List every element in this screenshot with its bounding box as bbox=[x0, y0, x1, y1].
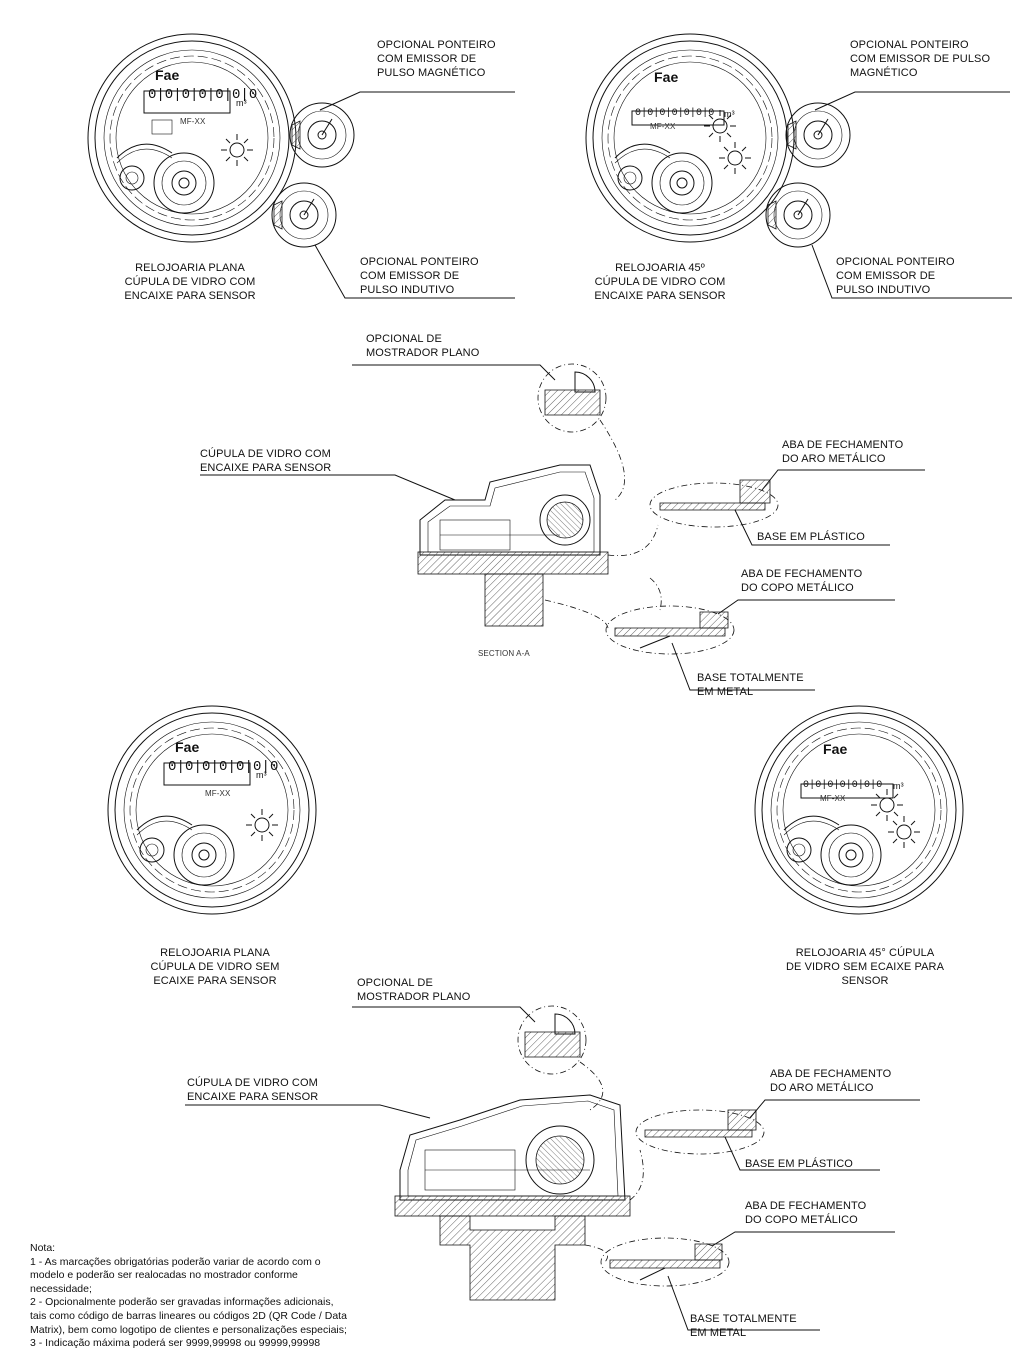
section1-dome-leader bbox=[200, 474, 456, 501]
section2-plastic-base-label: BASE EM PLÁSTICO bbox=[745, 1158, 853, 1170]
notes-line: tais como código de barras lineares ou c… bbox=[30, 1309, 347, 1322]
section1-ring-tab-label: ABA DE FECHAMENTO DO ARO METÁLICO bbox=[782, 439, 904, 465]
section2-dial-detail bbox=[517, 1005, 587, 1075]
top-left-magnetic-label: OPCIONAL PONTEIRO COM EMISSOR DE PULSO M… bbox=[377, 39, 496, 79]
notes-line: necessidade; bbox=[30, 1282, 92, 1295]
mid-left-unit: m³ bbox=[256, 770, 267, 780]
top-right-model: MF-XX bbox=[650, 122, 676, 131]
mid-left-meter bbox=[107, 705, 317, 915]
top-left-brand: Fae bbox=[155, 67, 180, 83]
notes-line: 3 - Indicação máxima poderá ser 9999,999… bbox=[30, 1337, 321, 1350]
top-right-meter bbox=[585, 33, 795, 243]
top-left-inductive-leader bbox=[314, 244, 515, 299]
section2-metal-base-label: BASE TOTALMENTE EM METAL bbox=[690, 1313, 797, 1339]
section1-glass-dome-label: CÚPULA DE VIDRO COM ENCAIXE PARA SENSOR bbox=[200, 448, 332, 474]
section1-dial-detail bbox=[537, 363, 607, 433]
mid-right-brand: Fae bbox=[823, 741, 848, 757]
top-right-brand: Fae bbox=[654, 69, 679, 85]
section-label: SECTION A-A bbox=[478, 649, 530, 658]
notes-line: 1 - As marcações obrigatórias poderão va… bbox=[30, 1255, 321, 1268]
section1-drawing bbox=[200, 363, 925, 691]
top-left-magnetic-detail bbox=[289, 102, 355, 168]
top-right-magnetic-leader bbox=[814, 91, 1010, 111]
top-left-model: MF-XX bbox=[180, 117, 206, 126]
mid-right-unit: m³ bbox=[893, 781, 904, 791]
section1-optional-dial-label: OPCIONAL DE MOSTRADOR PLANO bbox=[366, 333, 480, 359]
mid-right-odometer: 0|0|0|0|0|0|0 bbox=[803, 780, 883, 791]
section2-ring-tab-label: ABA DE FECHAMENTO DO ARO METÁLICO bbox=[770, 1068, 892, 1094]
mid-left-brand: Fae bbox=[175, 739, 200, 755]
top-right-magnetic-label: OPCIONAL PONTEIRO COM EMISSOR DE PULSO M… bbox=[850, 39, 991, 79]
section1-metal-base-label: BASE TOTALMENTE EM METAL bbox=[697, 672, 804, 698]
top-left-meter bbox=[87, 33, 297, 243]
section2-optional-dial-label: OPCIONAL DE MOSTRADOR PLANO bbox=[357, 977, 471, 1003]
mid-left-odometer: 0|0|0|0|0|0|0 bbox=[168, 759, 279, 775]
mid-right-meter bbox=[754, 705, 964, 915]
top-right-unit: m³ bbox=[724, 109, 735, 119]
top-right-magnetic-detail bbox=[785, 102, 851, 168]
top-left-inductive-detail bbox=[271, 182, 337, 248]
top-left-magnetic-leader bbox=[319, 91, 515, 111]
section2-drawing bbox=[185, 1005, 920, 1331]
section2-cup-tab-detail bbox=[600, 1237, 730, 1287]
top-left-caption: RELOJOARIA PLANA CÚPULA DE VIDRO COM ENC… bbox=[124, 262, 256, 302]
section2-cup-tab-label: ABA DE FECHAMENTO DO COPO METÁLICO bbox=[745, 1200, 867, 1226]
notes-title: Nota: bbox=[30, 1242, 56, 1254]
top-right-odometer: 0|0|0|0|0|0|0 bbox=[635, 108, 715, 119]
notes-line: 2 - Opcionalmente poderão ser gravadas i… bbox=[30, 1296, 334, 1309]
top-left-odometer: 0|0|0|0|0|0|0 bbox=[148, 87, 258, 103]
top-left-inductive-label: OPCIONAL PONTEIRO COM EMISSOR DE PULSO I… bbox=[360, 256, 479, 296]
section2-dome-leader bbox=[185, 1104, 431, 1119]
section1-ring-tab-detail bbox=[649, 482, 779, 528]
mid-right-model: MF-XX bbox=[820, 794, 846, 803]
section2-ring-tab-detail bbox=[635, 1109, 765, 1155]
section1-cup-tab-label: ABA DE FECHAMENTO DO COPO METÁLICO bbox=[741, 568, 863, 594]
top-right-inductive-detail bbox=[765, 182, 831, 248]
notes-line: modelo e poderão ser realocadas no mostr… bbox=[30, 1269, 298, 1282]
top-left-unit: m³ bbox=[236, 98, 247, 108]
top-right-caption: RELOJOARIA 45º CÚPULA DE VIDRO COM ENCAI… bbox=[594, 262, 726, 302]
section2-glass-dome-label: CÚPULA DE VIDRO COM ENCAIXE PARA SENSOR bbox=[187, 1077, 319, 1103]
notes-block: Nota: 1 - As marcações obrigatórias pode… bbox=[30, 1242, 470, 1351]
section1-plastic-base-label: BASE EM PLÁSTICO bbox=[757, 531, 865, 543]
mid-right-caption: RELOJOARIA 45° CÚPULA DE VIDRO SEM ECAIX… bbox=[785, 947, 945, 987]
mid-left-model: MF-XX bbox=[205, 789, 231, 798]
top-right-inductive-label: OPCIONAL PONTEIRO COM EMISSOR DE PULSO I… bbox=[836, 256, 955, 296]
notes-line: Matrix), bem como logotipo de clientes e… bbox=[30, 1323, 347, 1336]
top-right-inductive-leader bbox=[811, 244, 1012, 299]
mid-left-caption: RELOJOARIA PLANA CÚPULA DE VIDRO SEM ECA… bbox=[150, 947, 280, 987]
section1-cup-tab-detail bbox=[605, 605, 735, 655]
